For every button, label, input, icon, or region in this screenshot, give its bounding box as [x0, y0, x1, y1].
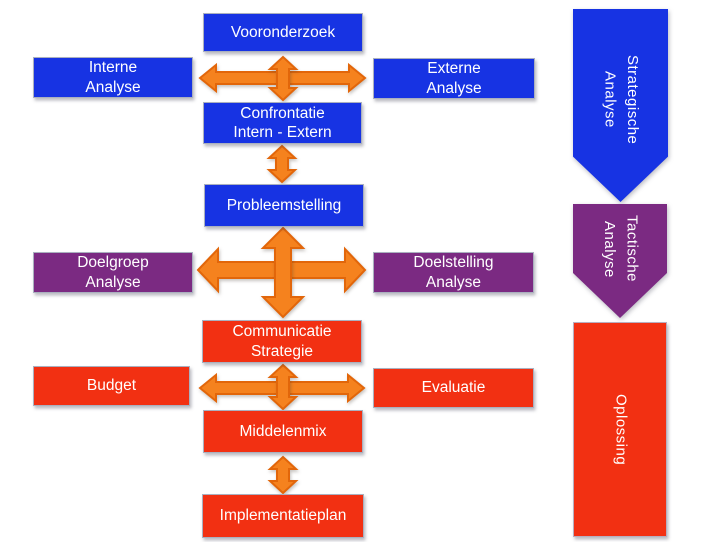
- double-arrow-horizontal-top: [198, 62, 367, 94]
- double-arrow-vertical-middle: [260, 226, 306, 319]
- node-interne-analyse: Interne Analyse: [33, 57, 193, 98]
- node-budget: Budget: [33, 366, 190, 406]
- node-label: Externe Analyse: [426, 60, 482, 97]
- phase-oplossing: Oplossing: [573, 322, 667, 537]
- node-confrontatie: Confrontatie Intern - Extern: [203, 102, 362, 144]
- node-label: Communicatie Strategie: [232, 323, 332, 360]
- node-implementatieplan: Implementatieplan: [202, 494, 364, 538]
- double-arrow-vertical-top: [267, 55, 299, 102]
- phase-label: Strategische Analyse: [601, 54, 642, 145]
- node-label: Interne Analyse: [85, 59, 141, 96]
- double-arrow-vertical-implementatie: [267, 455, 299, 495]
- node-middelenmix: Middelenmix: [203, 410, 363, 453]
- node-label: Vooronderzoek: [230, 23, 336, 41]
- phase-label: Tactische Analyse: [601, 215, 641, 283]
- double-arrow-horizontal-bottom: [198, 372, 366, 404]
- node-label: Budget: [86, 377, 137, 395]
- double-arrow-vertical-bottom: [267, 363, 299, 411]
- node-externe-analyse: Externe Analyse: [373, 58, 535, 99]
- node-label: Implementatieplan: [219, 507, 347, 525]
- node-label: Doelstelling Analyse: [413, 254, 494, 291]
- node-communicatie-strategie: Communicatie Strategie: [202, 320, 362, 363]
- node-label: Probleemstelling: [226, 196, 342, 214]
- node-label: Confrontatie Intern - Extern: [233, 104, 332, 141]
- phase-strategische-analyse: Strategische Analyse: [573, 9, 668, 202]
- node-doelgroep-analyse: Doelgroep Analyse: [33, 252, 193, 293]
- node-evaluatie: Evaluatie: [373, 368, 534, 408]
- down-arrow-shape-purple: Tactische Analyse: [573, 204, 667, 318]
- phase-label: Oplossing: [612, 393, 630, 466]
- node-label: Doelgroep Analyse: [77, 254, 149, 291]
- phase-tactische-analyse: Tactische Analyse: [573, 204, 667, 318]
- node-label: Middelenmix: [239, 422, 327, 440]
- double-arrow-vertical-confrontatie-probleem: [266, 144, 298, 184]
- node-probleemstelling: Probleemstelling: [204, 184, 364, 227]
- node-label: Evaluatie: [421, 379, 486, 397]
- double-arrow-horizontal-middle: [196, 246, 367, 294]
- node-vooronderzoek: Vooronderzoek: [203, 13, 363, 52]
- node-doelstelling-analyse: Doelstelling Analyse: [373, 252, 534, 293]
- down-arrow-shape-blue: Strategische Analyse: [573, 9, 668, 202]
